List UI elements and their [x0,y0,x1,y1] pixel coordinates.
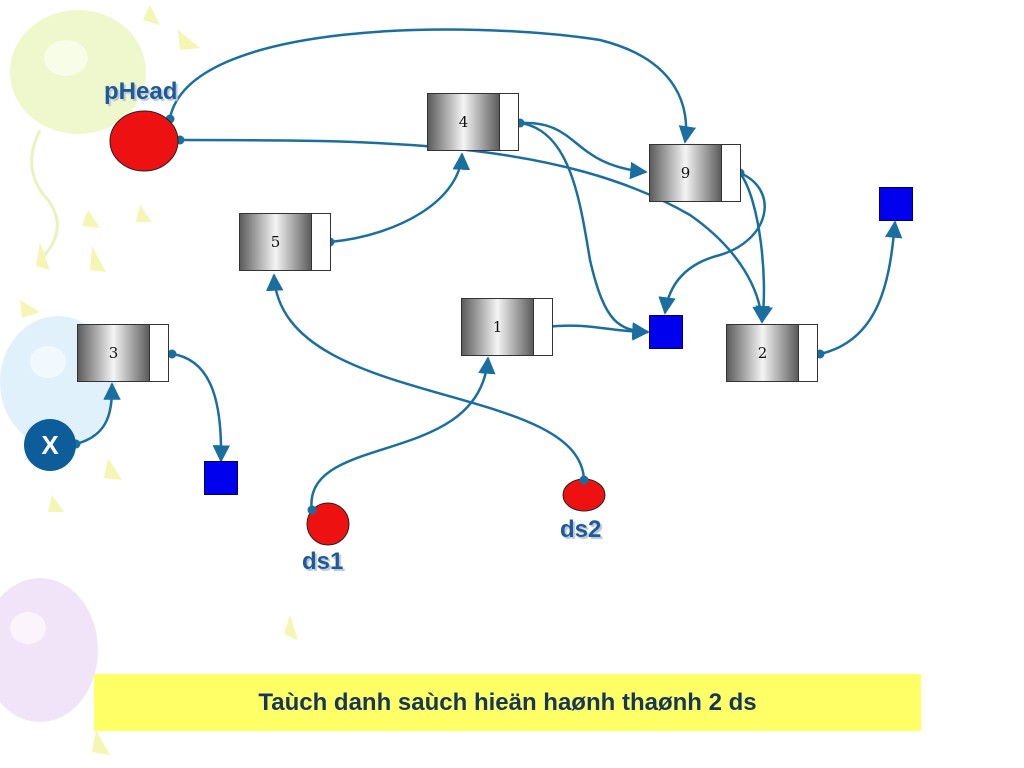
ds2-label: ds2 [560,516,602,543]
green-balloon [10,10,146,262]
arrow-phead-to-9 [168,28,697,144]
arrow-2-to-null [819,220,903,356]
node-4-value: 4 [428,94,500,150]
phead-pointer [109,110,179,172]
arrow-4-to-null [519,121,650,340]
arrow-1-to-null [544,323,650,341]
node-3: 3 [77,324,169,382]
null-box [879,187,913,221]
arrow-3-to-null [171,352,231,463]
node-1: 1 [461,298,553,356]
null-box [649,315,683,349]
node-2-next [799,325,817,381]
x-pointer: X [24,419,76,471]
node-9: 9 [649,144,741,202]
arrow-x-to-3 [75,382,121,446]
node-5-next [312,214,330,270]
arrow-phead-to-2 [179,138,770,324]
arrow-5-to-4 [329,152,471,244]
ds2-dot [579,475,589,485]
node-5: 5 [239,213,331,271]
node-4-next [500,94,518,150]
node-4: 4 [427,93,519,151]
node-1-next [534,299,552,355]
purple-balloon [0,578,98,722]
node-3-value: 3 [78,325,150,381]
ds1-label: ds1 [302,548,344,575]
confetti [20,5,298,755]
arrow-9-to-2 [738,172,773,324]
arrow-9-to-null [658,171,766,315]
ds1-pointer [306,502,350,546]
ds1-dot [307,505,317,515]
arrow-ds2-to-5 [265,273,586,481]
node-9-next [722,145,740,201]
node-9-value: 9 [650,145,722,201]
node-1-value: 1 [462,299,534,355]
caption: Taùch danh saùch hieän haønh thaønh 2 ds [94,674,921,731]
node-3-next [150,325,168,381]
node-2-value: 2 [727,325,799,381]
arrow-4-to-9 [519,121,648,180]
node-2: 2 [726,324,818,382]
null-box [204,461,238,495]
phead-label: pHead [104,78,178,105]
node-5-value: 5 [240,214,312,270]
arrow-ds1-to-1 [310,356,496,513]
